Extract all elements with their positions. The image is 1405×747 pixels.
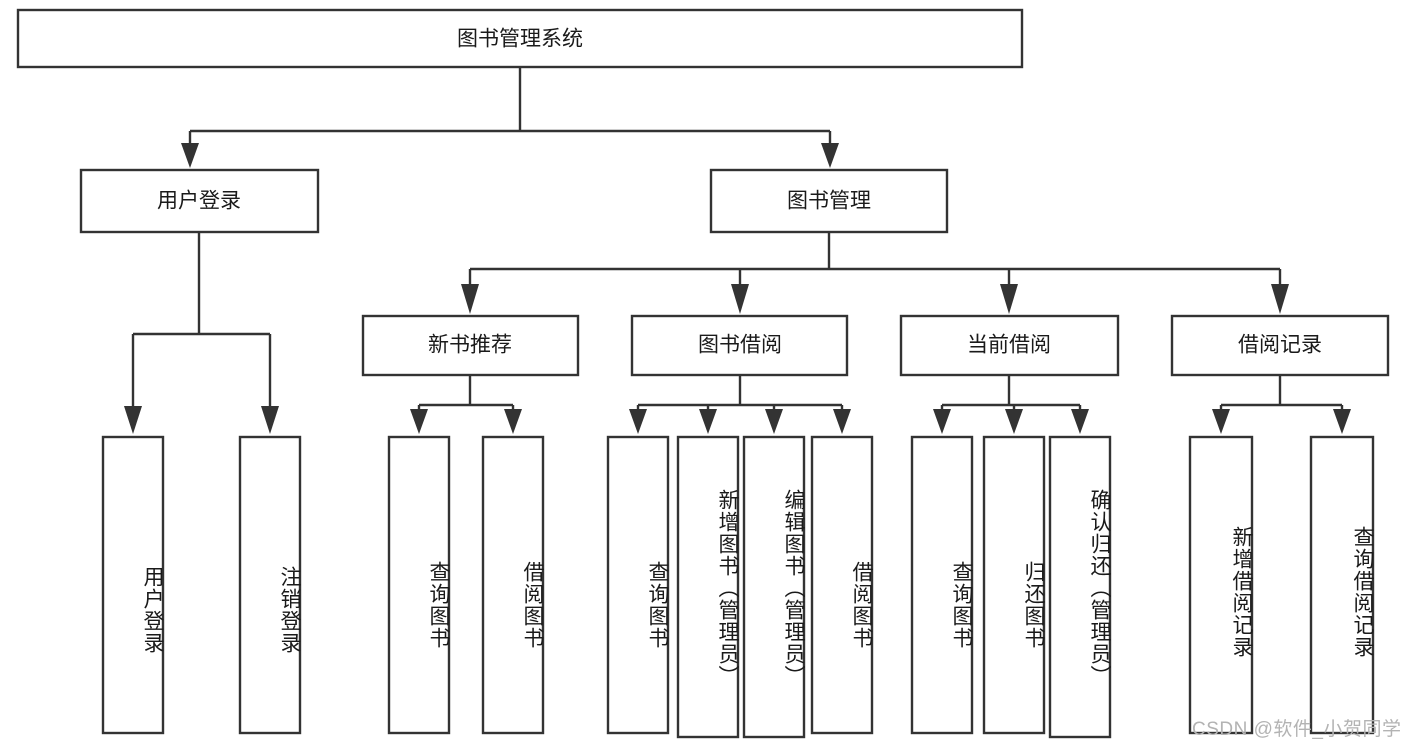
node-leaf-add-book-box[interactable]	[676, 435, 740, 739]
arrow-head-icon	[124, 406, 142, 434]
node-leaf-edit-book-box[interactable]	[742, 435, 806, 739]
arrow-head-icon	[261, 406, 279, 434]
node-root[interactable]: 图书管理系统	[16, 8, 1024, 69]
arrow-head-icon	[731, 284, 749, 314]
node-current-borrow-box[interactable]	[899, 314, 1120, 377]
node-leaf-query-book-1-box[interactable]	[387, 435, 451, 735]
connector-group-root-to-level2	[181, 67, 839, 168]
node-book-borrow[interactable]: 图书借阅	[630, 314, 849, 377]
arrow-head-icon	[410, 409, 428, 434]
node-leaf-query-record-box[interactable]	[1309, 435, 1375, 735]
connector-group-borrowrecord-to-leaves	[1212, 375, 1351, 434]
node-book-manage[interactable]: 图书管理	[709, 168, 949, 234]
node-user-login[interactable]: 用户登录	[79, 168, 320, 234]
node-leaf-borrow-book-2-box[interactable]	[810, 435, 874, 735]
connector-group-newbook-to-leaves	[410, 375, 522, 434]
arrow-head-icon	[1000, 284, 1018, 314]
arrow-head-icon	[1005, 409, 1023, 434]
node-user-login-label: 用户登录	[157, 190, 241, 213]
node-book-borrow-label: 图书借阅	[698, 334, 782, 357]
connector-group-userlogin-to-leaves	[124, 232, 279, 434]
arrow-head-icon	[933, 409, 951, 434]
node-borrow-record-box[interactable]	[1170, 314, 1390, 377]
node-leaf-confirm-return-box[interactable]	[1048, 435, 1112, 739]
arrow-head-icon	[699, 409, 717, 434]
node-current-borrow-label: 当前借阅	[967, 334, 1051, 357]
arrow-head-icon	[833, 409, 851, 434]
node-new-book-recommend[interactable]: 新书推荐	[361, 314, 580, 377]
arrow-head-icon	[504, 409, 522, 434]
node-book-manage-label: 图书管理	[787, 190, 871, 213]
arrow-head-icon	[1071, 409, 1089, 434]
node-borrow-record-label: 借阅记录	[1238, 334, 1322, 357]
arrow-head-icon	[765, 409, 783, 434]
arrow-head-icon	[461, 284, 479, 314]
arrow-head-icon	[1333, 409, 1351, 434]
node-leaf-query-book-3-box[interactable]	[910, 435, 974, 735]
node-user-login-box[interactable]	[79, 168, 320, 234]
arrow-head-icon	[1271, 284, 1289, 314]
node-leaf-add-record-box[interactable]	[1188, 435, 1254, 735]
node-leaf-borrow-book-1-box[interactable]	[481, 435, 545, 735]
node-book-manage-box[interactable]	[709, 168, 949, 234]
node-new-book-recommend-label: 新书推荐	[428, 334, 512, 357]
node-leaf-return-book-box[interactable]	[982, 435, 1046, 735]
node-current-borrow[interactable]: 当前借阅	[899, 314, 1120, 377]
node-leaf-user-login-box[interactable]	[101, 435, 165, 735]
node-root-box[interactable]	[16, 8, 1024, 69]
connector-group-bookborrow-to-leaves	[629, 375, 851, 434]
node-root-label: 图书管理系统	[457, 28, 583, 51]
connector-group-currentborrow-to-leaves	[933, 375, 1089, 434]
node-new-book-recommend-box[interactable]	[361, 314, 580, 377]
arrow-head-icon	[821, 143, 839, 168]
arrow-head-icon	[629, 409, 647, 434]
leaf-box-group	[101, 435, 1375, 739]
arrow-head-icon	[181, 143, 199, 168]
node-borrow-record[interactable]: 借阅记录	[1170, 314, 1390, 377]
watermark-text: CSDN @软件_小贺同学	[1192, 719, 1402, 740]
arrow-head-icon	[1212, 409, 1230, 434]
node-leaf-query-book-2-box[interactable]	[606, 435, 670, 735]
node-book-borrow-box[interactable]	[630, 314, 849, 377]
connector-group-bookmanage-to-level3	[461, 232, 1289, 314]
node-leaf-logout-box[interactable]	[238, 435, 302, 735]
